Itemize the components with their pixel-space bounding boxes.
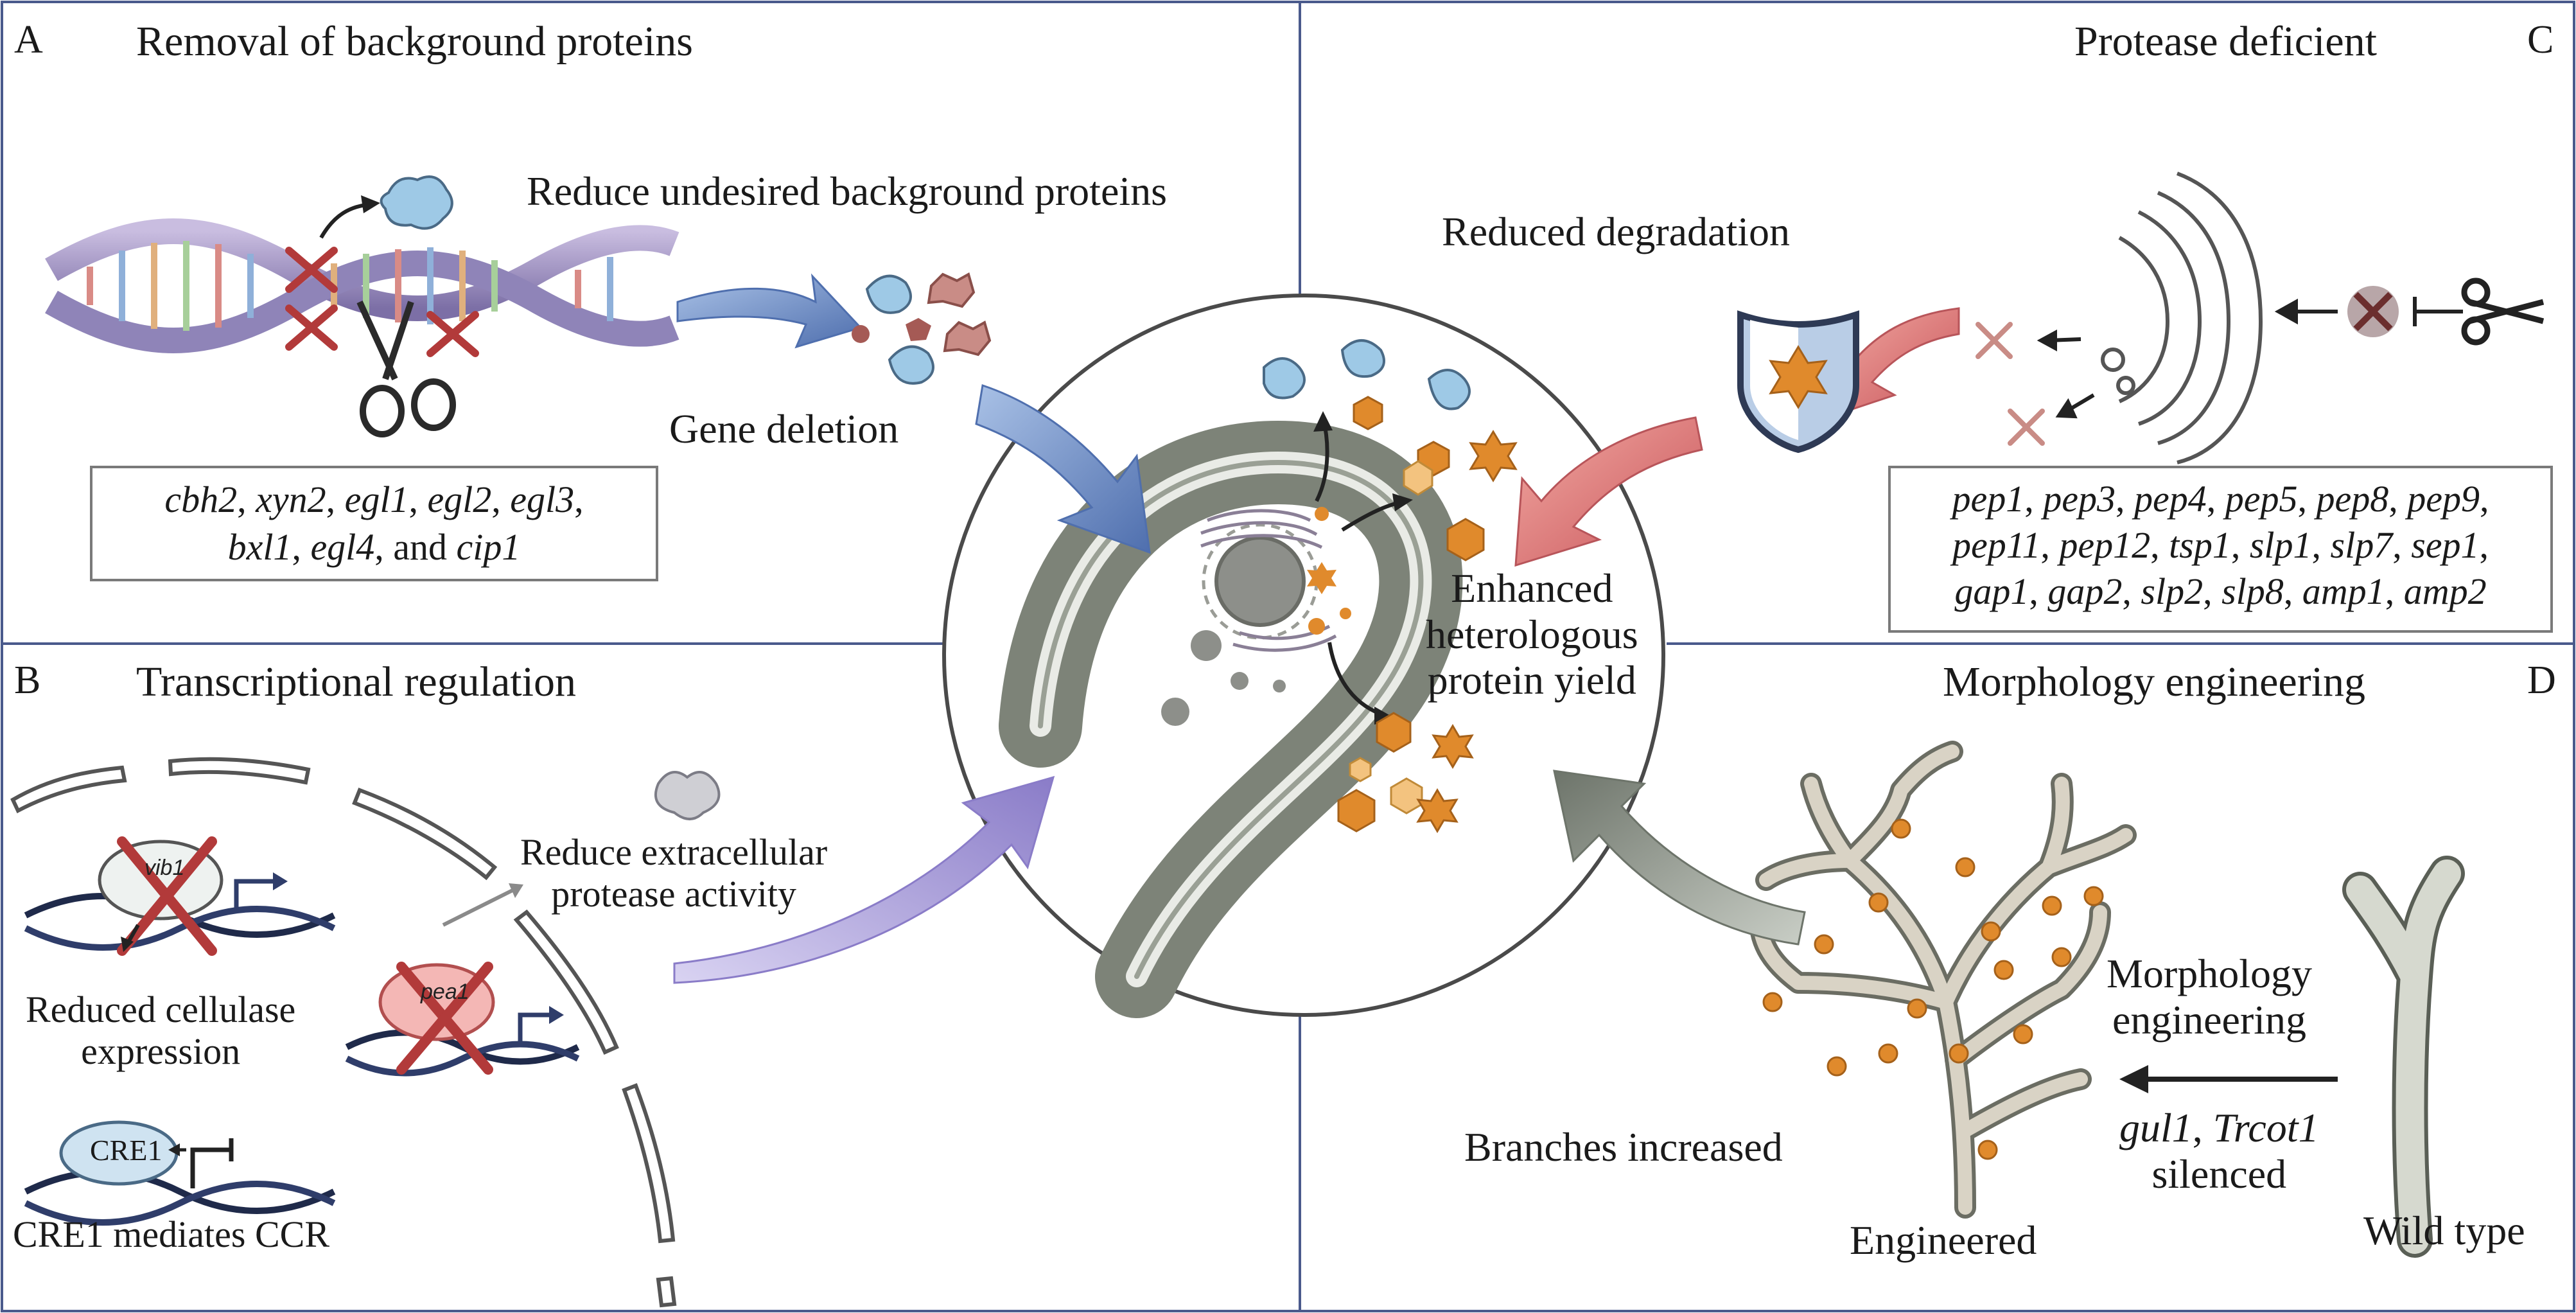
endoplasmic-reticulum xyxy=(1200,509,1337,652)
panel-a-gene-box: cbh2, xyn2, egl1, egl2, egl3, bxl1, egl4… xyxy=(90,466,658,581)
engineered-label: Engineered xyxy=(1850,1217,2037,1263)
vesicles xyxy=(1161,630,1286,726)
branch-proteins xyxy=(1762,818,2104,1160)
panel-b-letter: B xyxy=(14,658,41,702)
panel-c-title: Protease deficient xyxy=(2074,18,2377,65)
panel-c-gene-box: pep1, pep3, pep4, pep5, pep8, pep9, pep1… xyxy=(1888,466,2553,633)
arrow-b-to-cell xyxy=(673,775,1055,984)
golgi-apparatus xyxy=(2101,172,2263,464)
panel-d-letter: D xyxy=(2527,658,2556,702)
arrow-d-to-cell xyxy=(1553,770,1806,946)
nuclear-envelope xyxy=(10,757,677,1308)
engineered-hypha xyxy=(1749,741,2137,1219)
pea1-label: pea1 xyxy=(420,980,469,1004)
ccr-label: CRE1 mediates CCR xyxy=(13,1213,329,1255)
cre1-label: CRE1 xyxy=(90,1134,162,1167)
silenced-label: gul1, Trcot1 silenced xyxy=(2119,1105,2319,1197)
panel-a-reduce-label: Reduce undesired background proteins xyxy=(527,168,1168,214)
protease-icon xyxy=(654,771,721,820)
background-proteins xyxy=(852,272,992,385)
panel-d-title: Morphology engineering xyxy=(1943,658,2366,705)
cre1-factor xyxy=(59,1120,234,1188)
wildtype-label: Wild type xyxy=(2363,1208,2525,1253)
protease-label: Reduce extracellular protease activity xyxy=(520,831,828,915)
degraded-protein-marks xyxy=(1976,322,2045,446)
vib1-factor xyxy=(98,836,288,956)
degradation-label: Reduced degradation xyxy=(1442,209,1790,254)
dna-double-helix xyxy=(45,175,679,357)
wild-type-hypha xyxy=(2342,856,2465,1258)
morph-label: Morphology engineering xyxy=(2107,951,2312,1043)
morphology-arrow xyxy=(2119,1065,2338,1093)
panel-a-gene-deletion: Gene deletion xyxy=(669,406,899,452)
branches-label: Branches increased xyxy=(1464,1124,1783,1170)
pea1-factor xyxy=(378,883,564,1075)
intracellular-proteins xyxy=(1308,507,1351,635)
panel-a-letter: A xyxy=(14,18,43,62)
shield-icon xyxy=(1737,310,1859,454)
arrow-c-to-cell xyxy=(1514,416,1703,567)
panel-c-letter: C xyxy=(2527,18,2554,62)
arrow-a-to-proteins xyxy=(676,273,863,349)
secreted-proteins xyxy=(1263,339,1518,833)
arrow-a-to-cell xyxy=(975,384,1151,554)
nucleus xyxy=(1214,536,1306,627)
scissors-icon xyxy=(356,300,456,437)
cellulase-label: Reduced cellulase expression xyxy=(26,989,296,1072)
panel-b-title: Transcriptional regulation xyxy=(136,658,576,705)
vib1-label: vib1 xyxy=(145,856,184,880)
blocked-protease-icon xyxy=(2347,286,2463,337)
center-label: Enhanced heterologous protein yield xyxy=(1426,565,1638,703)
panel-a-title: Removal of background proteins xyxy=(136,18,693,65)
scissors-icon-c xyxy=(2461,278,2545,346)
